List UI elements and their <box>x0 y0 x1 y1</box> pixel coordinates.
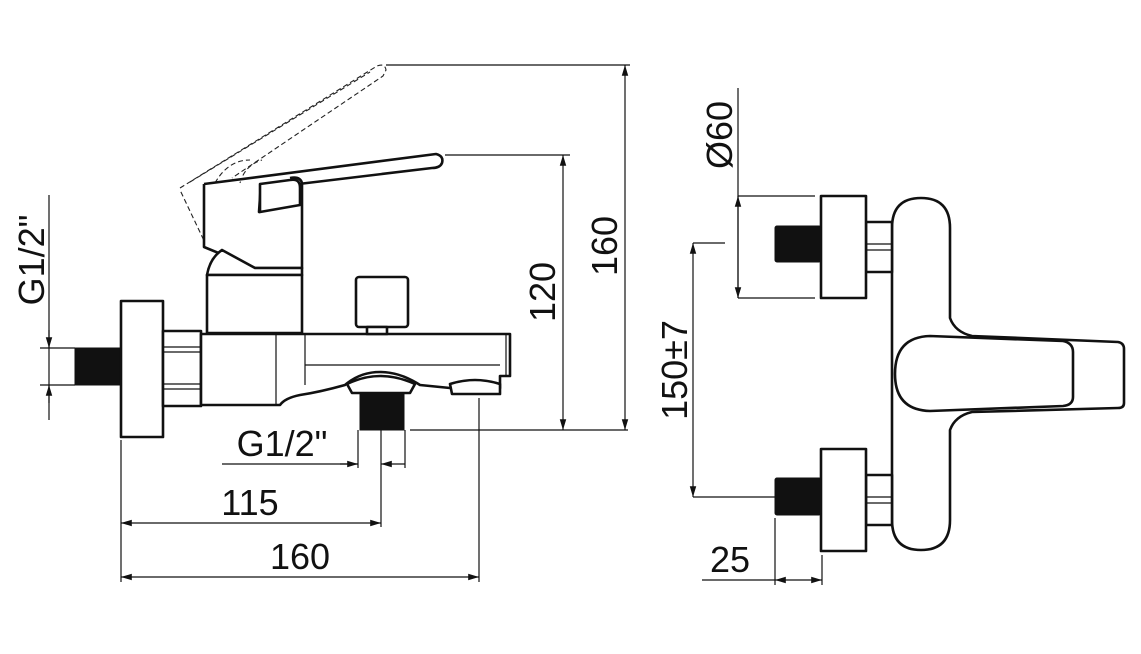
lower-flange <box>819 447 868 553</box>
lever-handle <box>202 152 444 270</box>
lever-neck <box>258 178 302 214</box>
outlet-thread <box>359 393 405 431</box>
lower-stub-thread <box>774 477 822 516</box>
outlet-thread-label: G1/2" <box>237 423 328 464</box>
nut <box>161 329 203 408</box>
raised-lever-outline <box>179 64 387 248</box>
bath-outlet <box>345 374 417 395</box>
side-view: G1/2" 120 160 G1/2" 115 160 <box>11 64 630 582</box>
cartridge-collar <box>205 248 304 277</box>
cartridge-body <box>205 273 304 335</box>
upper-flange <box>819 194 868 300</box>
upper-stub-thread <box>774 225 822 263</box>
outlet-projection-label: 115 <box>221 482 278 523</box>
lower-nut <box>864 473 894 527</box>
flange-diameter-label: Ø60 <box>699 101 740 169</box>
inlet-thread-label: G1/2" <box>11 215 52 306</box>
shower-outlet <box>448 378 502 396</box>
inlet-thread <box>74 347 122 386</box>
stub-length-label: 25 <box>710 539 750 580</box>
upper-nut <box>864 220 894 274</box>
diverter-knob <box>354 275 410 329</box>
lever-front <box>893 334 1075 413</box>
lever-height-label: 120 <box>522 262 563 322</box>
lever-raised-height-label: 160 <box>584 216 625 276</box>
total-projection-label: 160 <box>270 536 330 577</box>
front-view: Ø60 150±7 25 <box>654 88 1126 585</box>
inlet-spacing-label: 150±7 <box>654 320 695 420</box>
wall-flange <box>119 299 165 439</box>
